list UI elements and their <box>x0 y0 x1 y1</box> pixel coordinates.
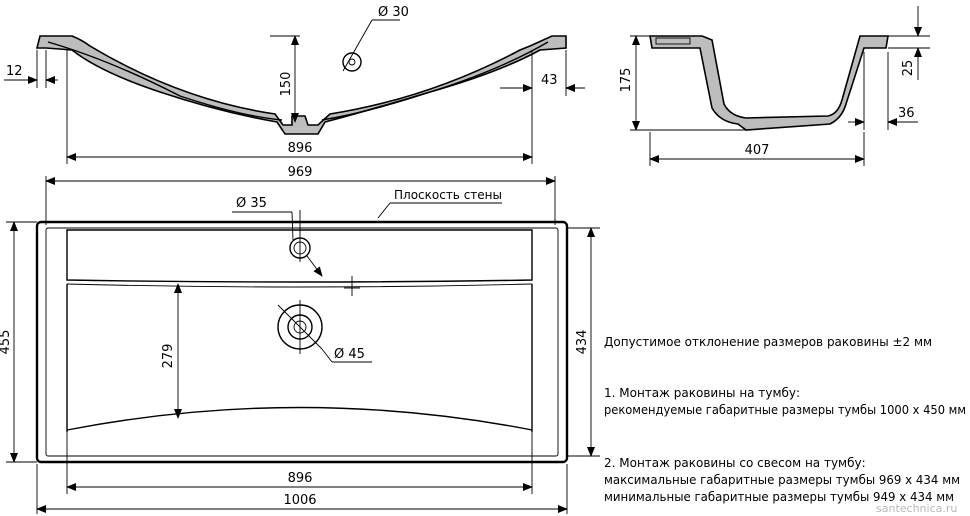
note-mount1-title: 1. Монтаж раковины на тумбу: <box>604 386 800 400</box>
note-tolerance: Допустимое отклонение размеров раковины … <box>604 335 932 349</box>
front-section-view: Ø 30 150 12 43 896 969 <box>4 5 585 225</box>
front-drain-hole-center <box>348 58 356 66</box>
plan-rim-outline <box>45 227 559 457</box>
side-rim-label: 25 <box>901 60 916 77</box>
plan-view: Плоскость стены Ø 35 Ø 45 279 455 4 <box>0 188 600 514</box>
note-mount2-title: 2. Монтаж раковины со свесом на тумбу: <box>604 456 866 470</box>
front-shell-section <box>35 35 567 135</box>
watermark: santechnica.ru <box>876 502 957 515</box>
notes-block: Допустимое отклонение размеров раковины … <box>604 335 966 504</box>
front-depth-label: 150 <box>279 72 294 97</box>
plan-drain-dia-label: Ø 45 <box>334 347 365 362</box>
note-mount2-min: минимальные габаритные размеры тумбы 949… <box>604 490 954 504</box>
wall-leader <box>377 202 391 219</box>
side-shell-section <box>649 35 889 131</box>
plan-outer-outline <box>35 220 569 464</box>
note-mount1-text: рекомендуемые габаритные размеры тумбы 1… <box>604 403 966 417</box>
plan-shelf-edge <box>66 283 533 288</box>
front-drain-hole <box>342 52 362 72</box>
wall-plane-label: Плоскость стены <box>394 188 502 202</box>
side-depth-label: 407 <box>745 143 770 158</box>
plan-bowl-front-curve <box>66 406 533 431</box>
plan-inner-width-label: 896 <box>288 471 313 486</box>
plan-drain-leader <box>321 348 333 363</box>
front-rim-right-label: 43 <box>541 73 558 88</box>
plan-inner-height-label: 434 <box>575 330 590 355</box>
front-inner-width-label: 896 <box>288 141 313 156</box>
faucet-leader <box>291 211 294 241</box>
front-rim-left-label: 12 <box>6 64 23 79</box>
front-drain-leader <box>342 19 373 72</box>
front-bowl-inner <box>47 41 549 121</box>
side-offset-label: 36 <box>898 106 915 121</box>
faucet-dia-arrow <box>306 255 323 277</box>
plan-height-label: 455 <box>0 330 13 355</box>
plan-back-shelf <box>66 229 533 283</box>
plan-bowl-depth-label: 279 <box>161 344 176 369</box>
faucet-dia-label: Ø 35 <box>236 196 267 211</box>
side-section-view: 175 25 36 407 <box>619 6 930 166</box>
front-overall-width-label: 969 <box>288 165 313 180</box>
note-mount2-max: максимальные габаритные размеры тумбы 96… <box>604 473 960 487</box>
side-height-label: 175 <box>619 68 634 93</box>
front-drain-dia-label: Ø 30 <box>378 5 409 20</box>
plan-overall-width-label: 1006 <box>283 493 316 508</box>
side-rim-detail <box>655 37 691 45</box>
